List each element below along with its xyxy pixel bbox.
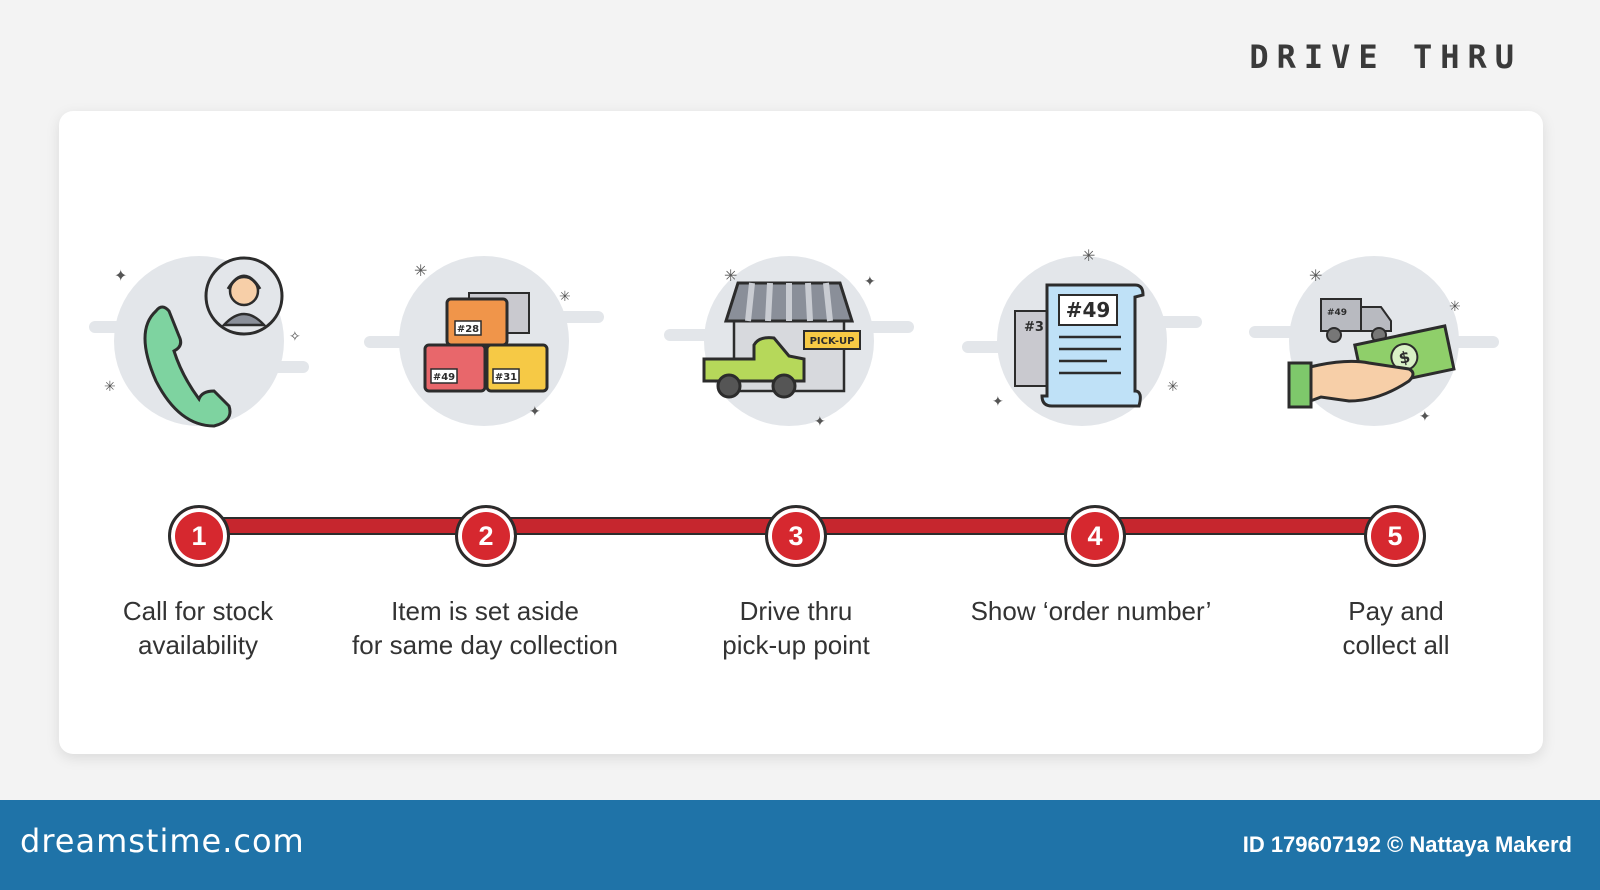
step-4-marker: 4 (1064, 505, 1126, 567)
step-3-label-line1: Drive thru (739, 596, 853, 626)
step-5-marker: 5 (1364, 505, 1426, 567)
svg-text:✦: ✦ (992, 394, 1004, 410)
svg-text:✳: ✳ (1449, 299, 1461, 315)
receipt-back-number: #3 (1024, 320, 1044, 335)
svg-text:✦: ✦ (814, 414, 826, 430)
image-credit: ID 179607192 © Nattaya Makerd (1242, 832, 1572, 857)
step-1-label-line2: availability (138, 630, 258, 660)
svg-text:✦: ✦ (1419, 409, 1431, 425)
footer-bar: dreamstime.com ID 179607192 © Nattaya Ma… (0, 800, 1600, 890)
svg-text:✦: ✦ (114, 266, 127, 285)
box-label-b: #49 (433, 372, 455, 383)
svg-text:✳: ✳ (724, 266, 737, 285)
svg-text:✳: ✳ (1167, 379, 1179, 395)
order-receipt-icon: #3 #49 ✳ ✦ ✳ (962, 246, 1202, 426)
step-5-label-line1: Pay and (1348, 596, 1444, 626)
page-title: DRIVE THRU (1249, 38, 1522, 76)
box-label-a: #28 (457, 324, 479, 335)
step-2-label-line1: Item is set aside (391, 596, 579, 626)
receipt-number: #49 (1066, 298, 1111, 322)
stacked-boxes-icon: #28 #49 #31 ✳ ✳ ✦ (364, 256, 604, 426)
brand-wordmark[interactable]: dreamstime.com (20, 822, 305, 860)
box-label-c: #31 (495, 372, 517, 383)
step-4-label-line1: Show ‘order number’ (970, 596, 1212, 626)
phone-support-icon: ✦ ✧ ✳ (89, 256, 309, 428)
step-3-label-line2: pick-up point (722, 630, 870, 660)
step-3-marker: 3 (765, 505, 827, 567)
step-1-marker: 1 (168, 505, 230, 567)
svg-text:✳: ✳ (559, 289, 571, 305)
step-4-label: Show ‘order number’ (921, 594, 1261, 628)
step-3-label: Drive thru pick-up point (626, 594, 966, 662)
svg-text:✳: ✳ (1082, 246, 1095, 265)
svg-text:✳: ✳ (104, 379, 116, 395)
process-card: ✦ ✧ ✳ #28 #49 #31 ✳ ✳ ✦ PICK-UP ✳ ✦ (59, 111, 1543, 754)
step-1-label: Call for stock availability (28, 594, 368, 662)
svg-text:✧: ✧ (289, 329, 301, 345)
svg-text:✦: ✦ (529, 404, 541, 420)
step-2-marker: 2 (455, 505, 517, 567)
step-1-label-line1: Call for stock (122, 596, 274, 626)
step-5-label: Pay and collect all (1226, 594, 1566, 662)
truck-tag-text: #49 (1327, 308, 1347, 318)
cash-symbol: $ (1397, 347, 1412, 368)
svg-text:✳: ✳ (1309, 266, 1322, 285)
svg-text:✳: ✳ (414, 261, 427, 280)
hand-cash-icon: #49 $ ✳ ✳ ✦ (1249, 256, 1499, 426)
svg-text:✦: ✦ (864, 274, 876, 290)
pickup-sign-text: PICK-UP (810, 336, 855, 347)
pickup-truck-store-icon: PICK-UP ✳ ✦ ✦ (664, 256, 914, 430)
step-2-label: Item is set aside for same day collectio… (315, 594, 655, 662)
step-5-label-line2: collect all (1342, 630, 1450, 660)
step-2-label-line2: for same day collection (352, 630, 618, 660)
